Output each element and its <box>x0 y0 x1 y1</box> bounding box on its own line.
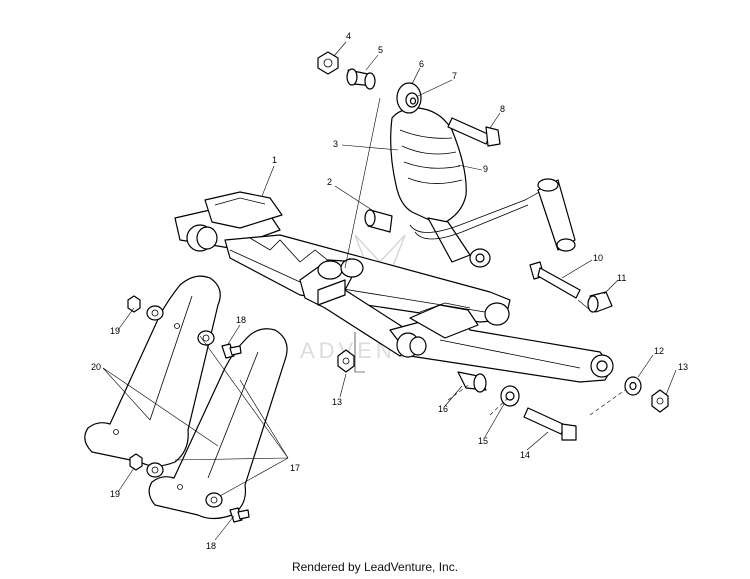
callout-4: 4 <box>346 31 351 41</box>
shock-absorber <box>390 82 491 268</box>
callout-10: 10 <box>593 253 603 263</box>
callout-5: 5 <box>378 45 383 55</box>
bushing-11 <box>587 291 613 313</box>
callout-8: 8 <box>500 104 505 114</box>
nut-13-left <box>337 349 355 373</box>
assembly-lines <box>344 97 626 416</box>
callout-3: 3 <box>333 139 338 149</box>
spacer-5 <box>346 68 376 90</box>
bushing-16 <box>457 371 487 393</box>
callout-13-left: 13 <box>332 397 342 407</box>
shock-reservoir <box>409 178 576 252</box>
callout-17: 17 <box>290 463 300 473</box>
footer-credit: Rendered by LeadVenture, Inc. <box>291 560 459 574</box>
washer-15 <box>500 385 520 407</box>
callouts: 1 2 3 4 5 6 7 8 9 10 11 12 13 13 14 15 1… <box>91 31 688 551</box>
bolt-18-top <box>197 330 242 359</box>
callout-18-top: 18 <box>236 315 246 325</box>
callout-15: 15 <box>478 436 488 446</box>
nut-4 <box>317 51 339 75</box>
bolt-10 <box>529 261 581 299</box>
rear-arm-frame <box>174 191 614 383</box>
callout-20: 20 <box>91 362 101 372</box>
callout-2: 2 <box>327 177 332 187</box>
washer-12 <box>624 376 642 396</box>
callout-12: 12 <box>654 346 664 356</box>
bolt-14 <box>523 407 577 441</box>
callout-7: 7 <box>452 71 457 81</box>
callout-14: 14 <box>520 450 530 460</box>
callout-6: 6 <box>419 59 424 69</box>
callout-19-bottom: 19 <box>110 489 120 499</box>
bolt-8 <box>447 117 501 147</box>
callout-13-right: 13 <box>678 362 688 372</box>
callout-16: 16 <box>438 404 448 414</box>
nut-13-right <box>651 389 669 413</box>
callout-19-top: 19 <box>110 326 120 336</box>
bushing-2 <box>364 209 393 233</box>
nut-19-top <box>127 295 164 321</box>
callout-11: 11 <box>617 273 626 283</box>
callout-9: 9 <box>483 164 488 174</box>
nut-19-bottom <box>129 453 164 478</box>
link-20-front <box>148 328 288 520</box>
leader-lines <box>102 41 677 541</box>
callout-1: 1 <box>272 155 277 165</box>
callout-18-bottom: 18 <box>206 541 216 551</box>
